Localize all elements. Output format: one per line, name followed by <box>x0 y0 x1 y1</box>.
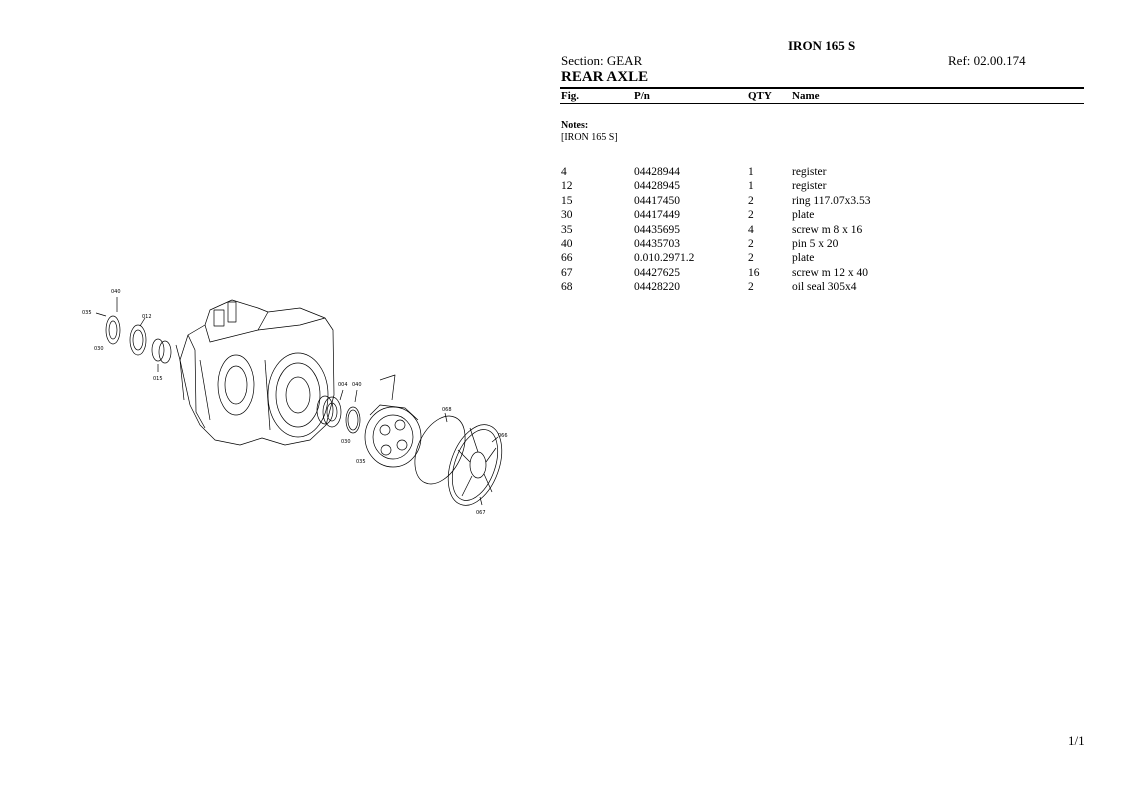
cell-fig: 66 <box>561 252 573 265</box>
callout-label: 012 <box>142 314 152 320</box>
cell-fig: 68 <box>561 281 573 294</box>
gear-housing <box>175 299 335 446</box>
callout-label: 040 <box>111 289 121 295</box>
cell-qty: 1 <box>748 166 754 178</box>
cell-part-number: 04428220 <box>634 281 680 294</box>
table-row: 15 04417450 2 ring 117.07x3.53 <box>561 194 1084 208</box>
cell-part-number: 04428945 <box>634 180 680 193</box>
left-ring-assembly <box>95 297 172 372</box>
cell-part-number: 04435695 <box>634 223 680 236</box>
callout-label: 004 <box>338 382 348 388</box>
callout-label: 035 <box>356 459 366 465</box>
section-label: Section: GEAR <box>561 53 643 68</box>
exploded-parts-diagram: 040 035 012 030 015 004 040 030 035 068 … <box>82 289 508 516</box>
cell-name: pin 5 x 20 <box>792 237 839 250</box>
cell-qty: 16 <box>748 266 760 279</box>
cell-part-number: 04427625 <box>634 266 680 279</box>
notes-text: [IRON 165 S] <box>561 132 618 143</box>
cell-qty: 2 <box>748 252 754 265</box>
callout-labels: 040 035 012 030 015 004 040 030 035 068 … <box>82 289 508 516</box>
table-row: 66 0.010.2971.2 2 plate <box>561 251 1084 265</box>
cell-name: plate <box>792 252 815 265</box>
cell-part-number: 0.010.2971.2 <box>634 252 695 265</box>
cell-name: register <box>792 166 827 178</box>
page-number: 1/1 <box>1068 733 1085 748</box>
cell-fig: 15 <box>561 194 573 207</box>
cell-fig: 35 <box>561 223 573 236</box>
page-title: REAR AXLE <box>561 69 649 85</box>
notes-label: Notes: <box>561 120 589 131</box>
cell-qty: 2 <box>748 281 754 294</box>
seal-assembly <box>316 389 361 434</box>
cell-qty: 2 <box>748 194 754 207</box>
column-header-fig: Fig. <box>561 90 580 102</box>
cell-part-number: 04435703 <box>634 237 680 250</box>
cell-qty: 1 <box>748 180 754 193</box>
cell-name: screw m 12 x 40 <box>792 266 869 279</box>
cell-qty: 2 <box>748 237 754 250</box>
cell-fig: 30 <box>561 209 573 222</box>
cell-fig: 4 <box>561 166 567 178</box>
table-row: 12 04428945 1 register <box>561 179 1084 193</box>
callout-label: 068 <box>442 407 452 413</box>
table-row: 30 04417449 2 plate <box>561 208 1084 222</box>
table-row: 67 04427625 16 screw m 12 x 40 <box>561 266 1084 280</box>
header-rule-thick <box>560 87 1084 89</box>
oring-and-cover <box>414 412 503 506</box>
callout-label: 067 <box>476 510 486 516</box>
callout-label: 035 <box>82 310 92 316</box>
table-row: 68 04428220 2 oil seal 305x4 <box>561 280 1084 294</box>
cell-part-number: 04417450 <box>634 194 680 207</box>
cell-qty: 4 <box>748 223 754 236</box>
callout-label: 015 <box>153 376 163 382</box>
callout-label: 066 <box>498 433 508 439</box>
callout-label: 030 <box>341 439 351 445</box>
planetary-carrier <box>364 374 422 468</box>
cell-name: screw m 8 x 16 <box>792 223 863 236</box>
table-row: 35 04435695 4 screw m 8 x 16 <box>561 223 1084 237</box>
cell-name: register <box>792 180 827 193</box>
cell-fig: 40 <box>561 237 573 250</box>
cell-part-number: 04428944 <box>634 166 680 178</box>
cell-name: plate <box>792 209 815 222</box>
cell-fig: 12 <box>561 180 573 193</box>
reference-number: Ref: 02.00.174 <box>948 53 1026 68</box>
model-title: IRON 165 S <box>788 38 856 53</box>
parts-table: 4 04428944 1 register 12 04428945 1 regi… <box>561 165 1084 295</box>
cell-qty: 2 <box>748 209 754 222</box>
column-header-name: Name <box>792 90 820 102</box>
cell-name: ring 117.07x3.53 <box>792 194 871 207</box>
callout-label: 030 <box>94 346 104 352</box>
table-row: 4 04428944 1 register <box>561 165 1084 179</box>
callout-label: 040 <box>352 382 362 388</box>
table-row: 40 04435703 2 pin 5 x 20 <box>561 237 1084 251</box>
cell-name: oil seal 305x4 <box>792 281 857 294</box>
header-rule-thin <box>560 103 1084 104</box>
column-header-pn: P/n <box>634 90 650 102</box>
column-header-qty: QTY <box>748 90 772 102</box>
cell-fig: 67 <box>561 266 573 279</box>
cell-part-number: 04417449 <box>634 209 680 222</box>
